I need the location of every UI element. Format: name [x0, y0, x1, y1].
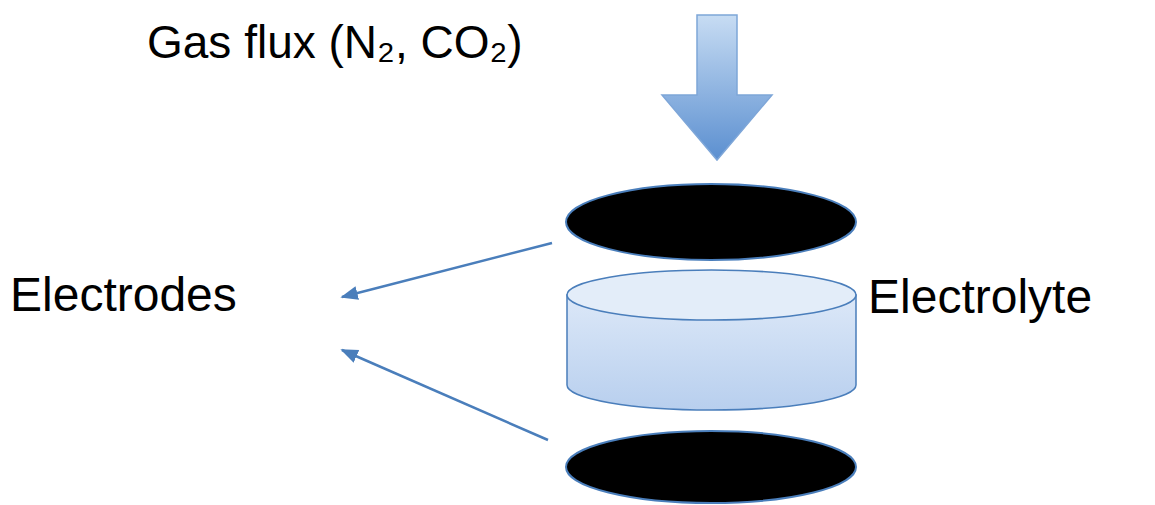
electrolyte-label: Electrolyte	[868, 269, 1092, 324]
bottom-electrode	[566, 431, 856, 503]
gas-flux-label: Gas flux (N₂, CO₂)	[147, 16, 523, 69]
electrodes-label: Electrodes	[10, 267, 237, 322]
leader-arrow	[342, 243, 552, 297]
top-electrode	[566, 184, 856, 260]
gas-arrow	[662, 15, 772, 160]
leader-arrow	[342, 350, 548, 440]
electrolyte-cylinder	[567, 270, 856, 410]
